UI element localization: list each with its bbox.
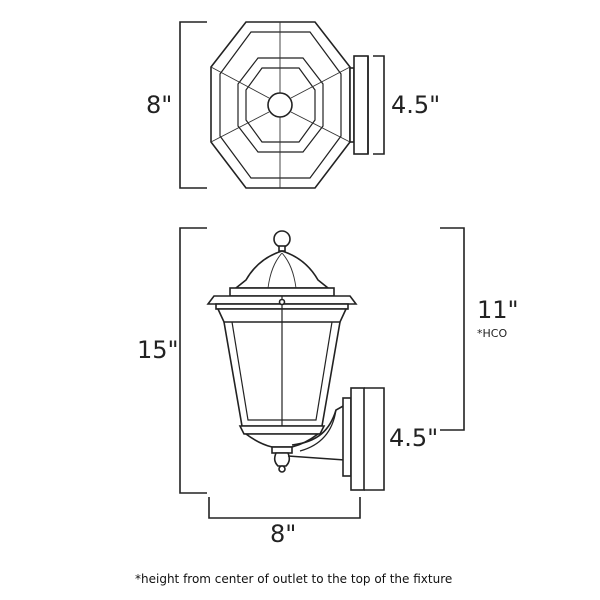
side-view-hco-note: *HCO [477, 327, 507, 340]
top-view-height-label: 8" [146, 91, 172, 119]
side-view-wall-arm [287, 387, 365, 491]
top-view-depth-bracket [373, 55, 385, 155]
finial-circle [267, 92, 293, 118]
side-view-hco-label: 11" [477, 296, 519, 324]
side-view-depth-bracket [364, 387, 385, 491]
side-view-height-bracket [179, 227, 207, 494]
side-view: 15" 11" *HCO 4.5" 8" [137, 227, 519, 548]
top-view-depth-label: 4.5" [391, 91, 440, 119]
side-view-height-label: 15" [137, 336, 179, 364]
footnote: *height from center of outlet to the top… [135, 572, 452, 586]
top-view: 8" 4.5" [146, 21, 440, 189]
side-view-depth-label: 4.5" [389, 424, 438, 452]
top-view-height-bracket [179, 21, 207, 189]
side-view-width-bracket [208, 497, 361, 519]
side-view-width-label: 8" [270, 520, 296, 548]
hexagon-top-view [210, 21, 351, 189]
side-view-hco-bracket [440, 227, 465, 431]
top-view-wall-plate [349, 55, 369, 155]
lantern-side-view [206, 230, 358, 473]
